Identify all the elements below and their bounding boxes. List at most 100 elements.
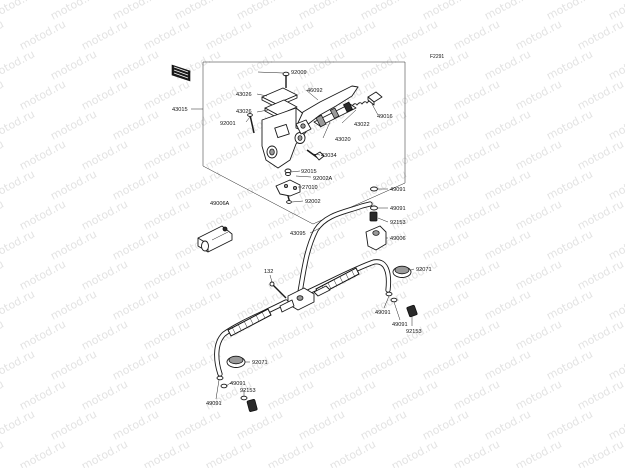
callout-27010: 27010 [302, 185, 318, 191]
watermark-text: motod.ru [358, 347, 409, 382]
leader-lines [191, 71, 415, 400]
watermark-text: motod.ru [203, 437, 254, 468]
watermark-text: motod.ru [17, 77, 68, 112]
watermark-text: motod.ru [358, 0, 409, 23]
watermark-text: motod.ru [265, 317, 316, 352]
book-icon [171, 64, 191, 82]
boot-49016 [367, 91, 383, 106]
watermark-text: motod.ru [234, 407, 285, 442]
watermark-text: motod.ru [79, 17, 130, 52]
watermark-text: motod.ru [451, 197, 502, 232]
bolt-132 [269, 281, 287, 299]
watermark-text: motod.ru [513, 317, 564, 352]
callout-43026-b: 43026 [236, 109, 252, 115]
watermark-text: motod.ru [389, 197, 440, 232]
watermark-text: motod.ru [296, 407, 347, 442]
watermark-text: motod.ru [544, 287, 595, 322]
watermark-text: motod.ru [389, 437, 440, 468]
hose-fitting-49006 [365, 225, 387, 251]
watermark-text: motod.ru [544, 0, 595, 23]
watermark-text: motod.ru [575, 137, 625, 172]
watermark-text: motod.ru [451, 377, 502, 412]
callout-43095: 43095 [290, 231, 306, 237]
watermark-text: motod.ru [513, 257, 564, 292]
boot-49006A [197, 225, 233, 253]
watermark-text: motod.ru [358, 407, 409, 442]
watermark-text: motod.ru [110, 47, 161, 82]
watermark-text: motod.ru [451, 77, 502, 112]
watermark-text: motod.ru [544, 107, 595, 142]
clamp-27010 [275, 179, 301, 197]
fittings-left [216, 375, 258, 412]
callout-92001: 92001 [220, 121, 236, 127]
watermark-text: motod.ru [482, 47, 533, 82]
watermark-text: motod.ru [0, 437, 6, 468]
watermark-text: motod.ru [0, 77, 6, 112]
watermark-text: motod.ru [79, 197, 130, 232]
callout-92015: 92015 [301, 169, 317, 175]
watermark-text: motod.ru [544, 167, 595, 202]
watermark-text: motod.ru [79, 377, 130, 412]
callout-92153-c: 92153 [240, 388, 256, 394]
watermark-text: motod.ru [482, 107, 533, 142]
watermark-text: motod.ru [389, 377, 440, 412]
watermark-text: motod.ru [17, 257, 68, 292]
watermark-text: motod.ru [575, 197, 625, 232]
watermark-text: motod.ru [48, 287, 99, 322]
watermark-text: motod.ru [420, 407, 471, 442]
watermark-text: motod.ru [451, 137, 502, 172]
watermark-text: motod.ru [110, 347, 161, 382]
watermark-text: motod.ru [575, 257, 625, 292]
watermark-text: motod.ru [48, 407, 99, 442]
watermark-text: motod.ru [0, 167, 37, 202]
watermark-text: motod.ru [575, 317, 625, 352]
watermark-text: motod.ru [79, 77, 130, 112]
spring-43022 [351, 100, 373, 107]
watermark-text: motod.ru [482, 167, 533, 202]
screw-92009 [282, 71, 290, 88]
watermark-text: motod.ru [110, 407, 161, 442]
watermark-text: motod.ru [420, 167, 471, 202]
watermark-text: motod.ru [451, 17, 502, 52]
watermark-text: motod.ru [172, 287, 223, 322]
watermark-text: motod.ru [606, 347, 625, 382]
callout-49016: 49016 [377, 114, 393, 120]
watermark-text: motod.ru [0, 287, 37, 322]
watermark-text: motod.ru [17, 197, 68, 232]
three-way-joint [279, 285, 331, 313]
watermark-text: motod.ru [0, 107, 37, 142]
watermark-text: motod.ru [110, 107, 161, 142]
watermark-text: motod.ru [420, 287, 471, 322]
watermark-text: motod.ru [513, 17, 564, 52]
watermark-text: motod.ru [110, 0, 161, 23]
watermark-text: motod.ru [575, 437, 625, 468]
callout-92071-a: 92071 [416, 267, 432, 273]
watermark-text: motod.ru [544, 407, 595, 442]
watermark-text: motod.ru [420, 107, 471, 142]
lever-46092 [295, 85, 359, 135]
watermark-text: motod.ru [296, 47, 347, 82]
watermark-text: motod.ru [606, 167, 625, 202]
watermark-text: motod.ru [358, 167, 409, 202]
watermark-text: motod.ru [420, 347, 471, 382]
watermark-text: motod.ru [296, 347, 347, 382]
watermark-text: motod.ru [110, 227, 161, 262]
callout-43022: 43022 [354, 122, 370, 128]
watermark-text: motod.ru [79, 137, 130, 172]
callout-92009: 92009 [291, 70, 307, 76]
watermark-text: motod.ru [110, 287, 161, 322]
watermark-text: motod.ru [327, 377, 378, 412]
watermark-text: motod.ru [0, 377, 6, 412]
watermark-text: motod.ru [48, 0, 99, 23]
assembly-outline [202, 61, 406, 225]
watermark-text: motod.ru [606, 107, 625, 142]
watermark-text: motod.ru [451, 257, 502, 292]
brake-hose-left [214, 299, 289, 377]
watermark-text: motod.ru [389, 77, 440, 112]
piston-kit-43020 [313, 101, 357, 128]
callout-49091-d: 49091 [392, 322, 408, 328]
watermark-text: motod.ru [513, 77, 564, 112]
callout-49091-b: 49091 [390, 206, 406, 212]
fittings-right [385, 291, 418, 318]
